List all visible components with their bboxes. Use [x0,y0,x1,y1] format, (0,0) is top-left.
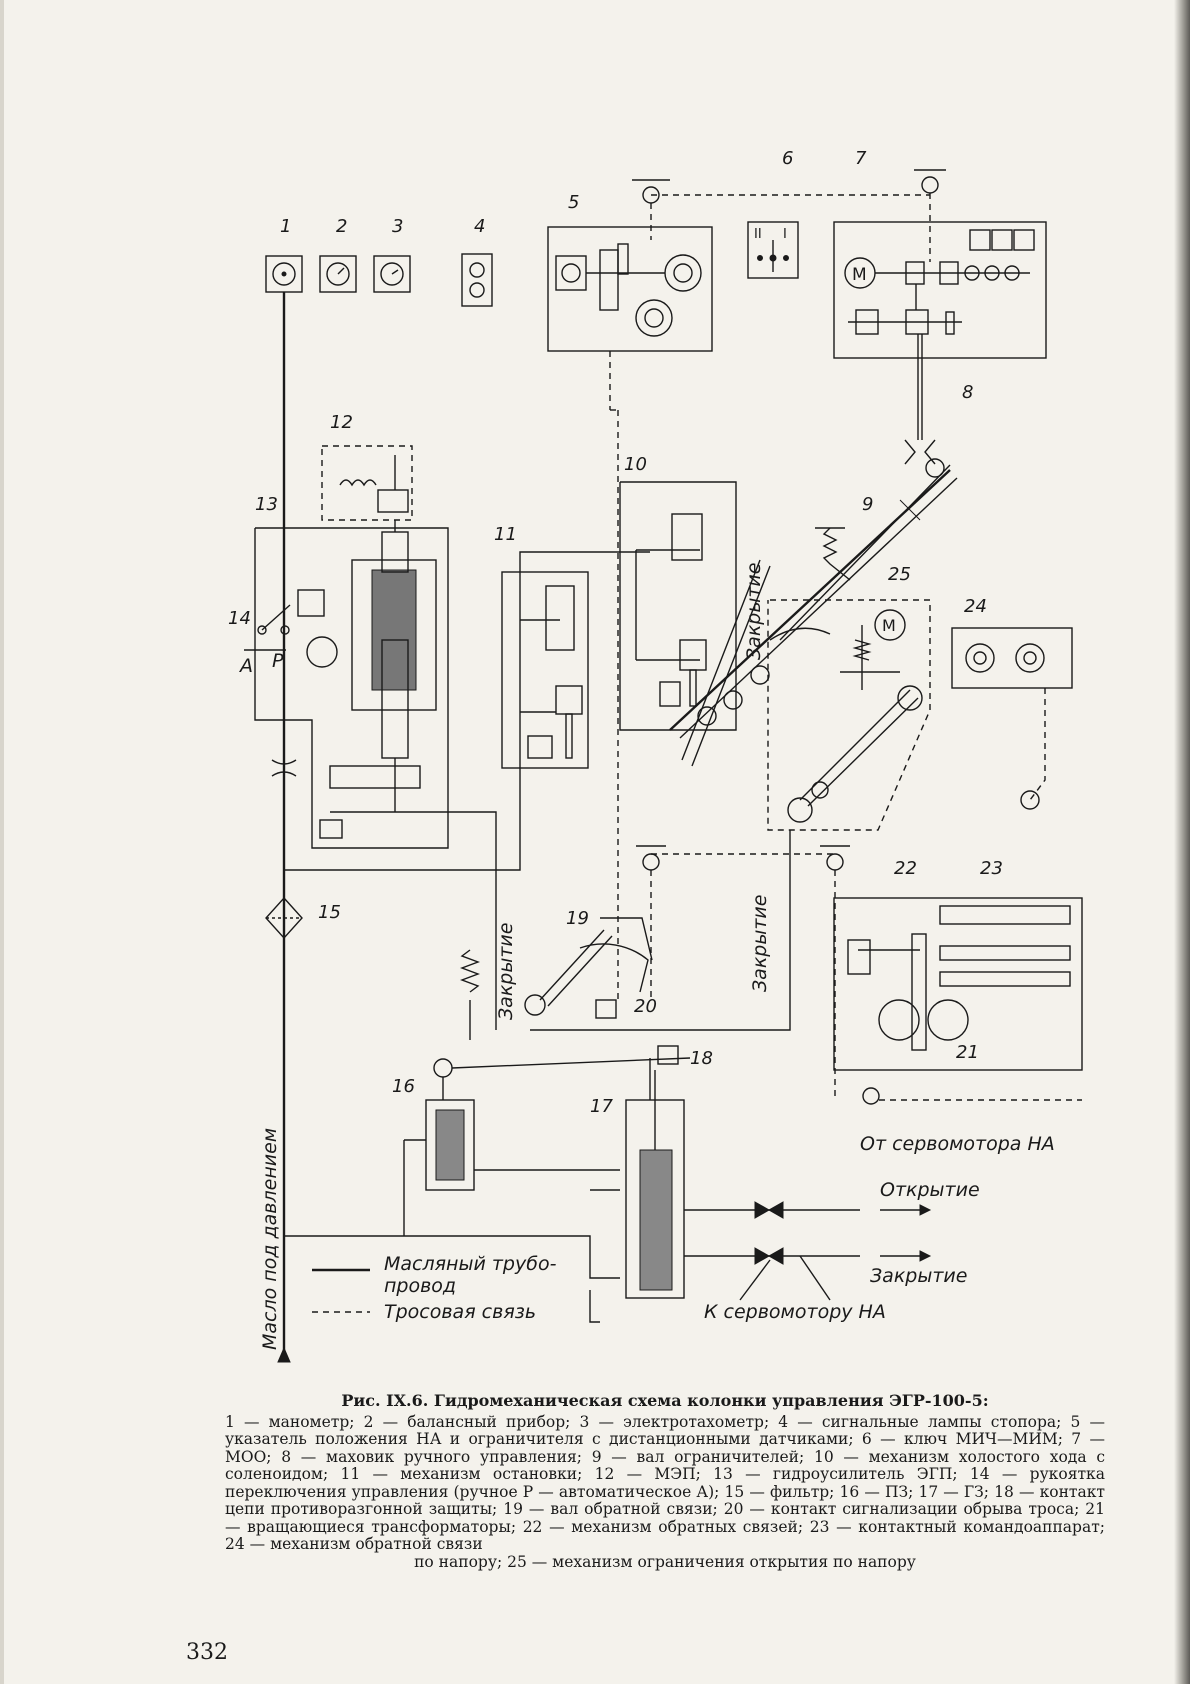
limiter-spring [815,527,851,581]
handwheel-shaft [779,334,951,641]
stop-mechanism [501,571,589,769]
label-24: 24 [964,596,987,617]
filter [265,896,303,940]
legend-oil-pipe-line1: Масляный трубо- [384,1253,557,1275]
caption-title: Рис. IX.6. Гидромеханическая схема колон… [341,1391,989,1410]
mep-box [321,445,413,521]
instrument-signal-lamps [461,253,493,307]
caption-last-line: по напору; 25 — механизм ограничения отк… [414,1552,916,1571]
figure-caption: Рис. IX.6. Гидромеханическая схема колон… [225,1392,1105,1571]
main-valve [284,1070,860,1323]
scan-edge-left [0,0,4,1684]
label-7: 7 [855,148,867,169]
idle-mechanism [619,481,737,731]
page-number: 332 [186,1640,228,1665]
label-5: 5 [568,192,579,213]
feedback-shaft [524,830,791,1031]
key-switch: II I [747,221,799,279]
closing-label-idle: Закрытие [743,563,765,660]
label-3: 3 [392,216,403,237]
hydromechanical-schematic: II I M [228,148,1083,1363]
oil-line-to-stop [284,551,650,871]
label-8: 8 [962,382,973,403]
instrument-balance-meter [319,255,357,293]
closing-label-output: Закрытие [870,1265,967,1287]
control-mode-handle: A P [238,604,291,677]
pulley-top-left [609,179,930,1000]
key-switch-i-label: I [783,227,787,242]
label-17: 17 [590,1096,613,1117]
oil-line-to-idle [484,811,497,1030]
scan-edge-right [1174,0,1190,1684]
label-20: 20 [634,996,657,1017]
label-13: 13 [255,494,278,515]
label-11: 11 [494,524,517,545]
label-16: 16 [392,1076,415,1097]
limiter-shaft [669,469,958,767]
label-22: 22 [894,858,917,879]
mode-manual-label: P [272,650,284,672]
label-14: 14 [228,608,251,629]
from-servomotor-label: От сервомотора НА [860,1133,1055,1155]
key-switch-ii-label: II [754,227,762,242]
output-shutoff-valves [739,1201,831,1301]
mode-auto-label: A [238,655,253,677]
closing-label-feedback: Закрытие [495,923,517,1020]
emergency-valve [403,1099,620,1236]
pulley-top-right [914,169,946,262]
closing-rotation-arrow [769,627,831,641]
label-2: 2 [336,216,347,237]
label-15: 15 [318,902,341,923]
to-servomotor-label: К сервомотору НА [704,1301,886,1323]
head-feedback-mechanism [951,627,1073,810]
label-12: 12 [330,412,353,433]
hydraulic-amplifier [254,520,484,849]
lever-to-protection [433,1057,691,1100]
feedback-spring [460,949,480,1040]
head-limiter-mechanism: M [767,599,931,831]
caption-body: 1 — манометр; 2 — балансный прибор; 3 — … [225,1412,1105,1553]
label-19: 19 [566,908,589,929]
label-21: 21 [956,1042,979,1063]
throttle [271,759,297,777]
feedback-pulleys [636,845,1082,1105]
moo-motor-label: M [852,265,867,285]
overspeed-contact [657,1045,679,1065]
label-9: 9 [862,494,873,515]
oil-under-pressure-label: Масло под давлением [259,1128,281,1350]
label-10: 10 [624,454,647,475]
legend-oil-pipe-line2: провод [384,1275,456,1297]
instrument-tachometer [373,255,411,293]
oil-inlet-arrow [277,1346,291,1363]
label-25: 25 [888,564,911,585]
instrument-manometer [265,255,303,293]
label-23: 23 [980,858,1003,879]
label-6: 6 [782,148,793,169]
moo-box: M [833,221,1047,359]
label-1: 1 [280,216,291,237]
closing-label-cable: Закрытие [749,895,771,992]
position-indicator-box [547,226,713,352]
opening-label: Открытие [880,1179,980,1201]
label-18: 18 [690,1048,713,1069]
legend-cable-link: Тросовая связь [384,1301,536,1323]
feedback-mechanism-box [833,897,1083,1071]
head-limiter-motor-label: M [882,616,896,635]
flow-arrows [880,1204,932,1262]
label-4: 4 [474,216,485,237]
legend: Масляный трубо- провод Тросовая связь [312,1253,557,1323]
